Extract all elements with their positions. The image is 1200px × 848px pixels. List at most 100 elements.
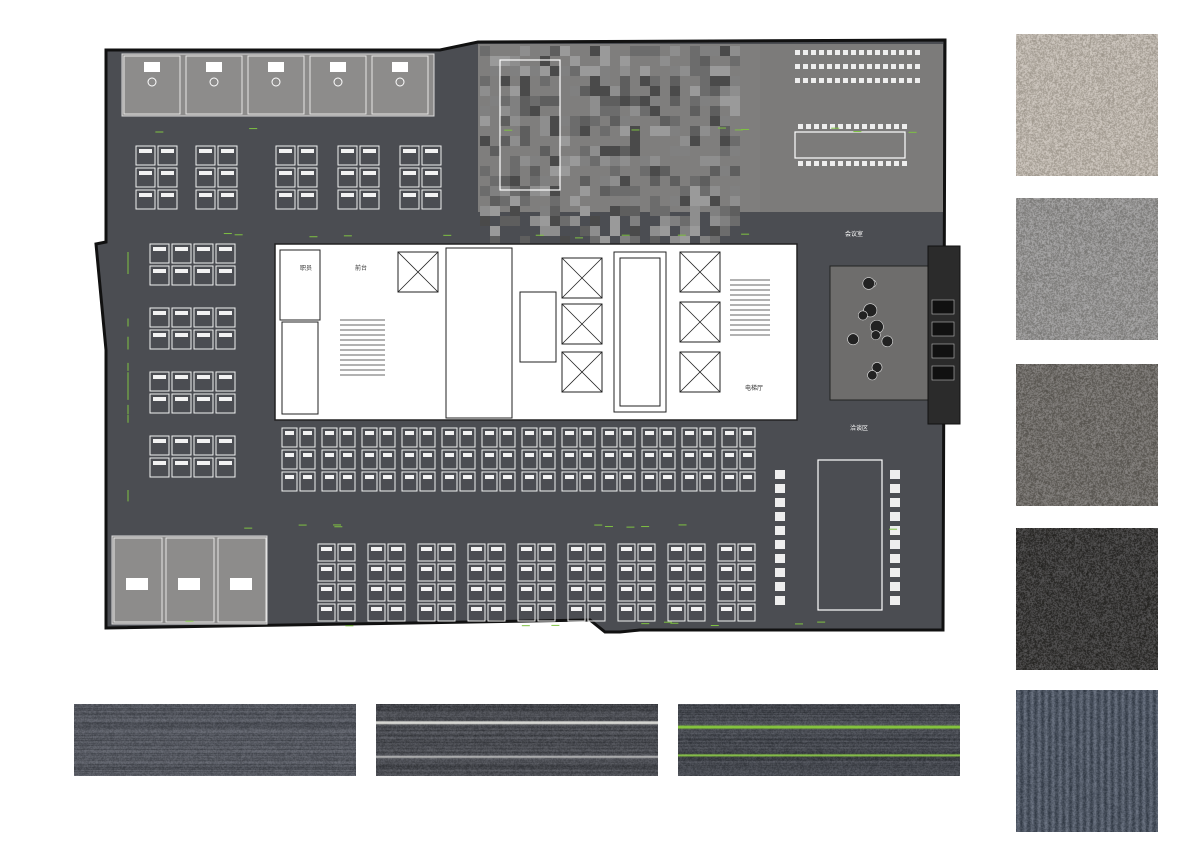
- pixel-tile: [540, 206, 550, 216]
- workstation-desk: [717, 563, 736, 582]
- chair-seat: [878, 161, 883, 166]
- office-desk: [206, 62, 222, 72]
- pixel-tile: [680, 186, 690, 196]
- workstation-desk: [193, 393, 214, 414]
- workstation-desk: [579, 427, 596, 448]
- workstation-desk: [467, 603, 486, 622]
- workstation-desk: [171, 329, 192, 350]
- pixel-tile: [670, 196, 680, 206]
- chair-seat: [795, 64, 800, 69]
- workstation-desk: [681, 427, 698, 448]
- workstation-desk: [487, 603, 506, 622]
- chair-seat: [830, 161, 835, 166]
- workstation-desk: [667, 543, 686, 562]
- pixel-tile: [570, 56, 580, 66]
- workstation-surface: [621, 547, 632, 551]
- pixel-tile: [530, 106, 540, 116]
- workstation-surface: [365, 453, 374, 457]
- workstation-desk: [171, 243, 192, 264]
- workstation-desk: [215, 329, 236, 350]
- workstation-surface: [139, 193, 152, 197]
- pixel-tile: [610, 86, 620, 96]
- workstation-surface: [371, 587, 382, 591]
- chair-seat: [854, 161, 859, 166]
- workstation-desk: [171, 393, 192, 414]
- plan-label-lobby: 电梯厅: [745, 384, 763, 392]
- chair-seat: [814, 124, 819, 129]
- workstation-surface: [383, 475, 392, 479]
- workstation-desk: [149, 371, 170, 392]
- pixel-tile: [560, 166, 570, 176]
- workstation-desk: [601, 427, 618, 448]
- workstation-surface: [219, 375, 232, 379]
- workstation-desk: [539, 471, 556, 492]
- workstation-desk: [367, 583, 386, 602]
- workstation-desk: [499, 471, 516, 492]
- pixel-tile: [480, 186, 490, 196]
- pixel-tile: [480, 76, 490, 86]
- workstation-surface: [421, 567, 432, 571]
- workstation-surface: [691, 567, 702, 571]
- workstation-surface: [691, 547, 702, 551]
- pixel-tile: [520, 66, 530, 76]
- booth-seat: [931, 321, 955, 337]
- office-chair: [333, 77, 343, 87]
- pixel-tile: [650, 96, 660, 106]
- chair-seat: [902, 161, 907, 166]
- pixel-tile: [490, 176, 500, 186]
- workstation-surface: [521, 587, 532, 591]
- pixel-tile: [680, 146, 690, 156]
- workstation-desk: [317, 583, 336, 602]
- chair-seat: [835, 64, 840, 69]
- pixel-tile: [590, 96, 600, 106]
- workstation-desk: [481, 471, 498, 492]
- workstation-desk: [149, 457, 170, 478]
- workstation-desk: [419, 449, 436, 470]
- workstation-surface: [591, 587, 602, 591]
- pixel-tile: [710, 116, 720, 126]
- office-desk: [126, 578, 148, 590]
- workstation-surface: [521, 607, 532, 611]
- pixel-tile: [540, 66, 550, 76]
- workstation-surface: [365, 431, 374, 435]
- workstation-surface: [591, 607, 602, 611]
- pixel-tile: [620, 176, 630, 186]
- pixel-tile: [530, 96, 540, 106]
- chair-seat: [811, 64, 816, 69]
- elevator-cross: [397, 251, 439, 293]
- pixel-tile: [580, 66, 590, 76]
- workstation-desk: [587, 603, 606, 622]
- pixel-tile: [560, 236, 570, 246]
- workstation-surface: [471, 567, 482, 571]
- pixel-tile: [510, 186, 520, 196]
- workstation-desk: [149, 307, 170, 328]
- workstation-desk: [275, 189, 296, 210]
- pixel-tile: [610, 96, 620, 106]
- pixel-tile: [530, 176, 540, 186]
- workstation-surface: [175, 269, 188, 273]
- office-desk: [268, 62, 284, 72]
- workstation-desk: [641, 427, 658, 448]
- pixel-tile: [610, 206, 620, 216]
- workstation-surface: [391, 547, 402, 551]
- lounge-seat: [871, 362, 883, 373]
- workstation-surface: [703, 453, 712, 457]
- workstation-desk: [437, 583, 456, 602]
- pixel-tile: [540, 126, 550, 136]
- pixel-tile: [620, 206, 630, 216]
- chair-seat: [886, 124, 891, 129]
- workstation-surface: [671, 567, 682, 571]
- workstation-surface: [623, 431, 632, 435]
- workstation-surface: [541, 567, 552, 571]
- workstation-desk: [281, 471, 298, 492]
- workstation-desk: [401, 427, 418, 448]
- pixel-tile: [690, 206, 700, 216]
- workstation-desk: [337, 145, 358, 166]
- workstation-desk: [637, 563, 656, 582]
- workstation-surface: [423, 431, 432, 435]
- workstation-desk: [601, 471, 618, 492]
- pixel-tile: [620, 126, 630, 136]
- workstation-desk: [149, 435, 170, 456]
- workstation-surface: [279, 149, 292, 153]
- workstation-desk: [419, 471, 436, 492]
